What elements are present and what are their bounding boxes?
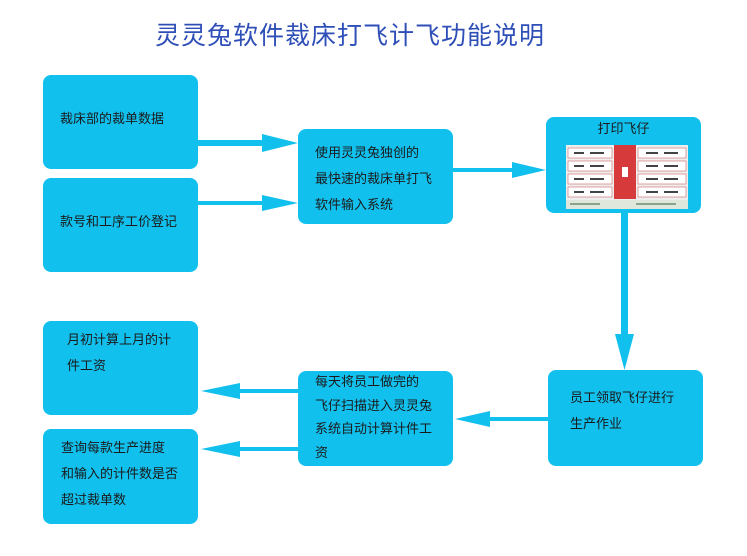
- box-input-system-text: 使用灵灵兔独创的 最快速的裁床单打飞 软件输入系统: [315, 146, 433, 213]
- arrow-receive-to-scan: [455, 411, 548, 427]
- box-style-price-text: 款号和工序工价登记: [60, 215, 178, 230]
- box-progress-query-text: 查询每款生产进度 和输入的计件数是否 超过裁单数: [61, 441, 179, 508]
- arrow-cut-to-input: [198, 134, 298, 152]
- ticket-sheet-graphic: [566, 145, 688, 209]
- box-scan-text: 每天将员工做完的 飞仔扫描进入灵灵兔 系统自动计算计件工 资: [315, 375, 433, 461]
- arrow-scan-to-wage: [201, 383, 298, 399]
- box-scan: 每天将员工做完的 飞仔扫描进入灵灵兔 系统自动计算计件工 资: [298, 371, 453, 466]
- box-cut-data: 裁床部的裁单数据: [43, 75, 198, 169]
- arrow-scan-to-query: [201, 441, 298, 457]
- ticket-printout-image: [566, 145, 688, 209]
- arrow-price-to-input: [198, 195, 298, 211]
- box-style-price: 款号和工序工价登记: [43, 178, 198, 272]
- diagram-title: 灵灵兔软件裁床打飞计飞功能说明: [154, 21, 545, 50]
- arrow-input-to-print: [453, 162, 546, 178]
- box-monthly-wage: 月初计算上月的计 件工资: [43, 321, 198, 415]
- box-progress-query: 查询每款生产进度 和输入的计件数是否 超过裁单数: [43, 429, 198, 524]
- box-receive-tickets-text: 员工领取飞仔进行 生产作业: [570, 391, 675, 432]
- box-cut-data-text: 裁床部的裁单数据: [60, 112, 165, 127]
- box-monthly-wage-text: 月初计算上月的计 件工资: [67, 333, 172, 374]
- box-print-tickets: 打印飞仔: [546, 117, 701, 213]
- box-input-system: 使用灵灵兔独创的 最快速的裁床单打飞 软件输入系统: [298, 129, 453, 224]
- box-receive-tickets: 员工领取飞仔进行 生产作业: [548, 370, 703, 466]
- arrow-print-to-receive: [615, 212, 634, 370]
- box-print-tickets-text: 打印飞仔: [597, 122, 650, 137]
